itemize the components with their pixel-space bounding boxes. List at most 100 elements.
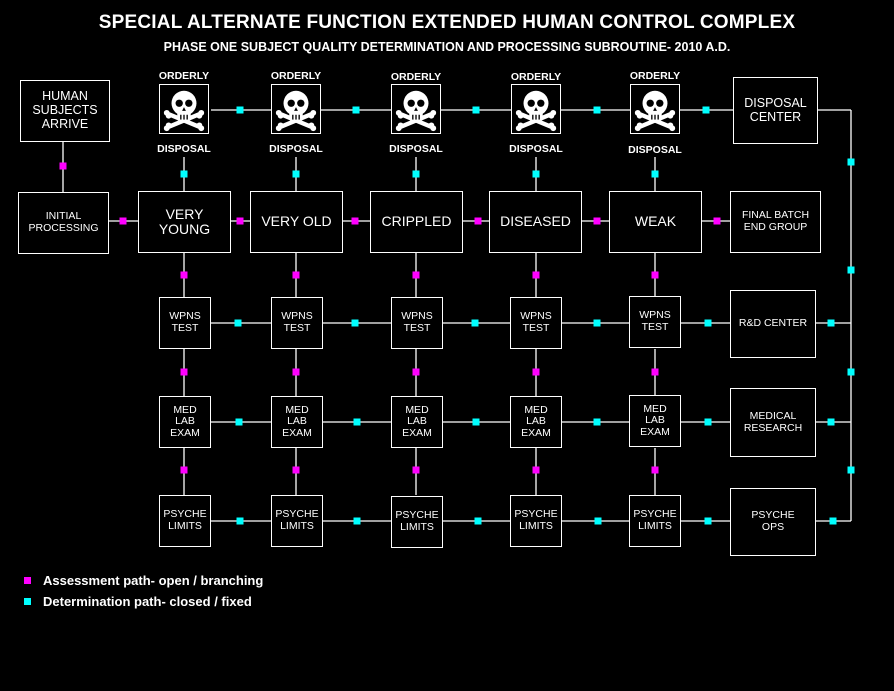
final-batch-end-group-box: FINAL BATCH END GROUP bbox=[730, 191, 821, 253]
initial-processing-box: INITIAL PROCESSING bbox=[18, 192, 109, 254]
rd-center-box: R&D CENTER bbox=[730, 290, 816, 358]
category-weak: WEAK bbox=[609, 191, 702, 253]
determination-node-marker bbox=[827, 319, 835, 327]
psyche-limits-box: PSYCHE LIMITS bbox=[159, 495, 211, 547]
determination-node-marker bbox=[353, 418, 361, 426]
determination-node-marker bbox=[594, 517, 602, 525]
disposal-label: DISPOSAL bbox=[157, 143, 211, 155]
psyche-limits-box: PSYCHE LIMITS bbox=[391, 496, 443, 548]
determination-node-marker bbox=[236, 517, 244, 525]
wpns-test-box: WPNS TEST bbox=[629, 296, 681, 348]
assessment-node-marker bbox=[593, 217, 601, 225]
skull-and-crossbones-icon bbox=[511, 84, 561, 134]
determination-node-marker bbox=[704, 319, 712, 327]
psyche-limits-box: PSYCHE LIMITS bbox=[629, 495, 681, 547]
determination-node-marker bbox=[704, 517, 712, 525]
med-lab-exam-box: MED LAB EXAM bbox=[271, 396, 323, 448]
determination-node-marker bbox=[651, 170, 659, 178]
wpns-test-box: WPNS TEST bbox=[159, 297, 211, 349]
assessment-node-marker bbox=[474, 217, 482, 225]
determination-node-marker bbox=[847, 266, 855, 274]
skull-and-crossbones-icon bbox=[159, 84, 209, 134]
determination-node-marker bbox=[532, 170, 540, 178]
assessment-node-marker bbox=[412, 271, 420, 279]
assessment-node-marker bbox=[351, 217, 359, 225]
assessment-node-marker bbox=[651, 368, 659, 376]
page-title: SPECIAL ALTERNATE FUNCTION EXTENDED HUMA… bbox=[98, 12, 796, 33]
determination-node-marker bbox=[847, 466, 855, 474]
determination-node-marker bbox=[704, 418, 712, 426]
determination-node-marker bbox=[593, 418, 601, 426]
assessment-node-marker bbox=[292, 466, 300, 474]
med-lab-exam-box: MED LAB EXAM bbox=[391, 396, 443, 448]
determination-node-marker bbox=[847, 158, 855, 166]
assessment-node-marker bbox=[119, 217, 127, 225]
determination-node-marker bbox=[847, 368, 855, 376]
determination-node-marker bbox=[829, 517, 837, 525]
legend-determination: Determination path- closed / fixed bbox=[24, 594, 252, 609]
assessment-node-marker bbox=[292, 368, 300, 376]
wpns-test-box: WPNS TEST bbox=[391, 297, 443, 349]
category-very-old: VERY OLD bbox=[250, 191, 343, 253]
assessment-node-marker bbox=[236, 217, 244, 225]
orderly-label: ORDERLY bbox=[629, 70, 681, 82]
determination-node-marker bbox=[353, 517, 361, 525]
magenta-square-icon bbox=[24, 577, 31, 584]
assessment-node-marker bbox=[532, 466, 540, 474]
wpns-test-box: WPNS TEST bbox=[271, 297, 323, 349]
determination-node-marker bbox=[292, 170, 300, 178]
determination-node-marker bbox=[593, 106, 601, 114]
determination-node-marker bbox=[180, 170, 188, 178]
determination-node-marker bbox=[472, 418, 480, 426]
disposal-center-box: DISPOSAL CENTER bbox=[733, 77, 818, 144]
assessment-node-marker bbox=[713, 217, 721, 225]
cyan-square-icon bbox=[24, 598, 31, 605]
orderly-label: ORDERLY bbox=[510, 71, 562, 83]
assessment-node-marker bbox=[532, 271, 540, 279]
determination-node-marker bbox=[412, 170, 420, 178]
assessment-node-marker bbox=[412, 466, 420, 474]
determination-node-marker bbox=[234, 319, 242, 327]
orderly-label: ORDERLY bbox=[270, 70, 322, 82]
assessment-node-marker bbox=[180, 271, 188, 279]
assessment-node-marker bbox=[292, 271, 300, 279]
med-lab-exam-box: MED LAB EXAM bbox=[510, 396, 562, 448]
orderly-label: ORDERLY bbox=[158, 70, 210, 82]
medical-research-box: MEDICAL RESEARCH bbox=[730, 388, 816, 457]
determination-node-marker bbox=[351, 319, 359, 327]
determination-node-marker bbox=[593, 319, 601, 327]
wpns-test-box: WPNS TEST bbox=[510, 297, 562, 349]
category-very-young: VERY YOUNG bbox=[138, 191, 231, 253]
assessment-node-marker bbox=[651, 271, 659, 279]
assessment-node-marker bbox=[651, 466, 659, 474]
assessment-node-marker bbox=[412, 368, 420, 376]
skull-and-crossbones-icon bbox=[391, 84, 441, 134]
determination-node-marker bbox=[472, 106, 480, 114]
category-crippled: CRIPPLED bbox=[370, 191, 463, 253]
skull-and-crossbones-icon bbox=[271, 84, 321, 134]
determination-node-marker bbox=[235, 418, 243, 426]
assessment-node-marker bbox=[532, 368, 540, 376]
determination-node-marker bbox=[352, 106, 360, 114]
disposal-label: DISPOSAL bbox=[269, 143, 323, 155]
psyche-limits-box: PSYCHE LIMITS bbox=[271, 495, 323, 547]
disposal-label: DISPOSAL bbox=[389, 143, 443, 155]
assessment-node-marker bbox=[59, 162, 67, 170]
determination-node-marker bbox=[474, 517, 482, 525]
determination-node-marker bbox=[471, 319, 479, 327]
skull-and-crossbones-icon bbox=[630, 84, 680, 134]
med-lab-exam-box: MED LAB EXAM bbox=[629, 395, 681, 447]
disposal-label: DISPOSAL bbox=[628, 144, 682, 156]
orderly-label: ORDERLY bbox=[390, 71, 442, 83]
determination-node-marker bbox=[236, 106, 244, 114]
psyche-limits-box: PSYCHE LIMITS bbox=[510, 495, 562, 547]
med-lab-exam-box: MED LAB EXAM bbox=[159, 396, 211, 448]
assessment-node-marker bbox=[180, 368, 188, 376]
determination-node-marker bbox=[702, 106, 710, 114]
legend-assessment: Assessment path- open / branching bbox=[24, 573, 263, 588]
page-subtitle: PHASE ONE SUBJECT QUALITY DETERMINATION … bbox=[163, 40, 731, 54]
category-diseased: DISEASED bbox=[489, 191, 582, 253]
determination-node-marker bbox=[827, 418, 835, 426]
disposal-label: DISPOSAL bbox=[509, 143, 563, 155]
human-subjects-arrive-box: HUMAN SUBJECTS ARRIVE bbox=[20, 80, 110, 142]
